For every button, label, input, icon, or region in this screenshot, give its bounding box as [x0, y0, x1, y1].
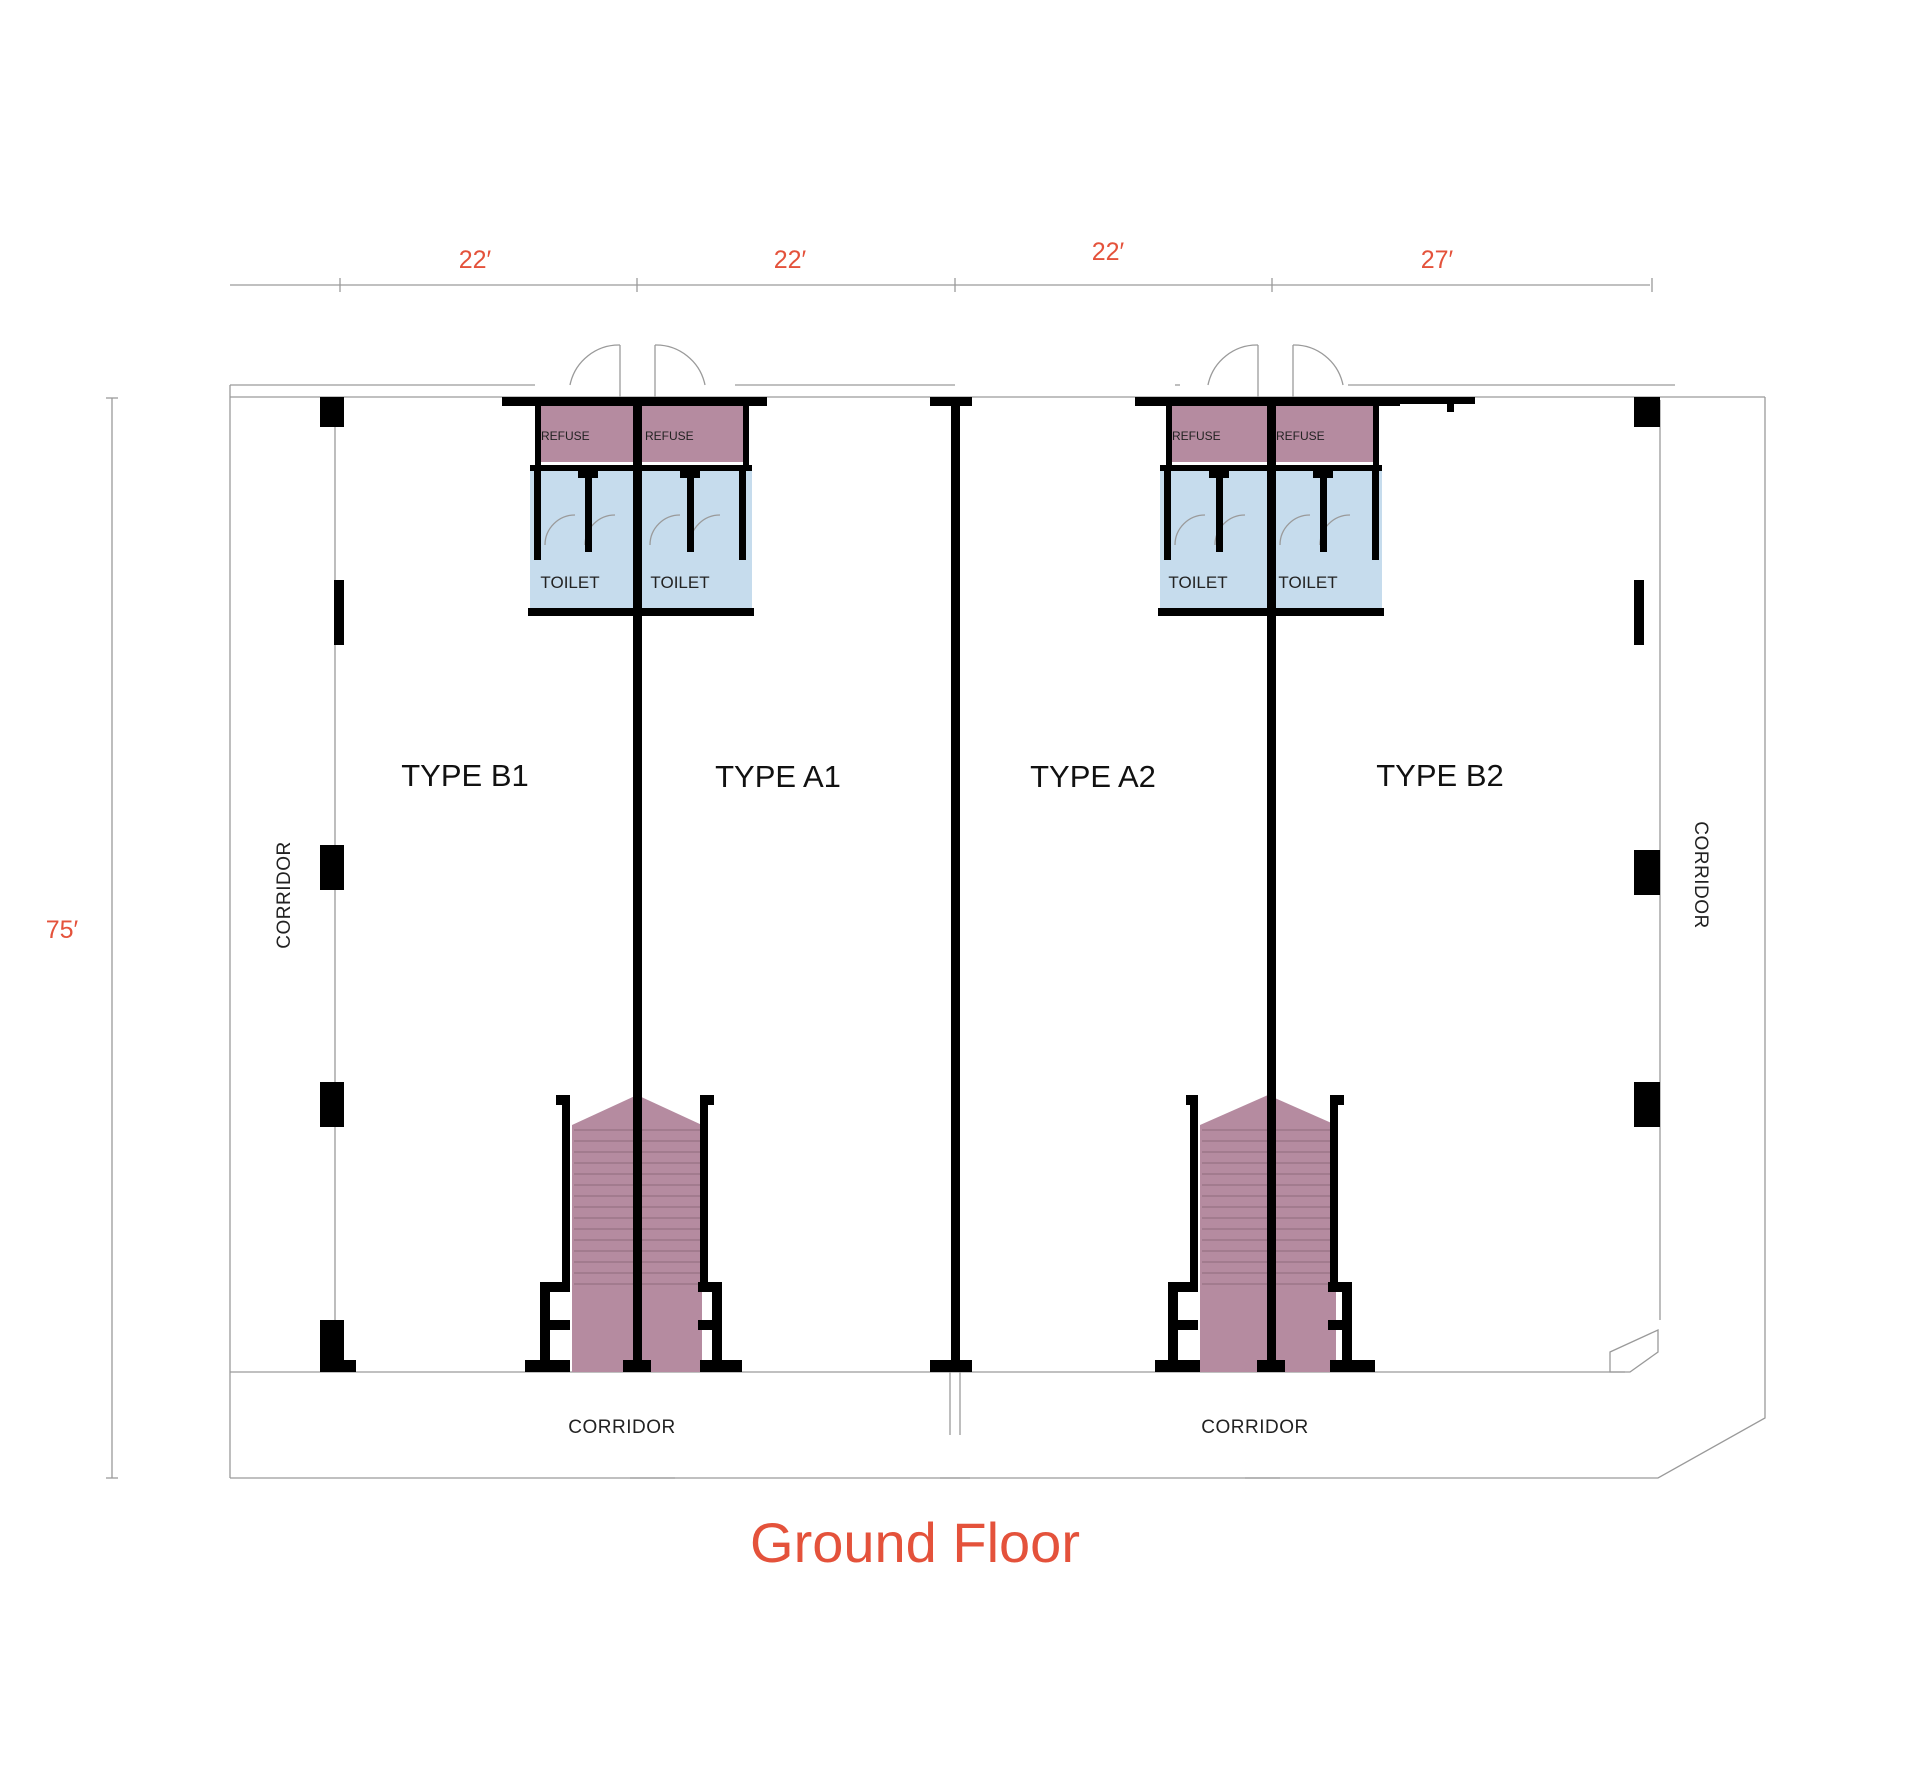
- corridor-label-right: CORRIDOR: [1690, 821, 1711, 928]
- building-outline: [229, 384, 1766, 1479]
- corridor-label-bottom-right: CORRIDOR: [1201, 1417, 1308, 1438]
- toilet-label-2: TOILET: [650, 573, 709, 592]
- refuse-label-4: REFUSE: [1276, 429, 1325, 443]
- dimension-top-2: 22′: [774, 246, 807, 274]
- dimension-top-1: 22′: [459, 246, 492, 274]
- unit-label-type-a1: TYPE A1: [715, 759, 841, 794]
- unit-label-type-b1: TYPE B1: [401, 758, 529, 793]
- toilet-label-4: TOILET: [1278, 573, 1337, 592]
- refuse-label-2: REFUSE: [645, 429, 694, 443]
- walls: [320, 397, 1660, 1372]
- floor-title: Ground Floor: [750, 1511, 1080, 1574]
- dimension-side: 75′: [46, 916, 79, 944]
- dimension-lines: [106, 278, 1653, 1479]
- toilet-label-1: TOILET: [540, 573, 599, 592]
- refuse-label-3: REFUSE: [1172, 429, 1221, 443]
- refuse-label-1: REFUSE: [541, 429, 590, 443]
- unit-label-type-b2: TYPE B2: [1376, 758, 1504, 793]
- dimension-top-3: 22′: [1092, 238, 1125, 266]
- corridor-label-left: CORRIDOR: [274, 841, 295, 948]
- entry-doors: [569, 344, 1344, 397]
- toilet-label-3: TOILET: [1168, 573, 1227, 592]
- unit-label-type-a2: TYPE A2: [1030, 759, 1156, 794]
- dimension-top-4: 27′: [1421, 246, 1454, 274]
- corridor-label-bottom-left: CORRIDOR: [568, 1417, 675, 1438]
